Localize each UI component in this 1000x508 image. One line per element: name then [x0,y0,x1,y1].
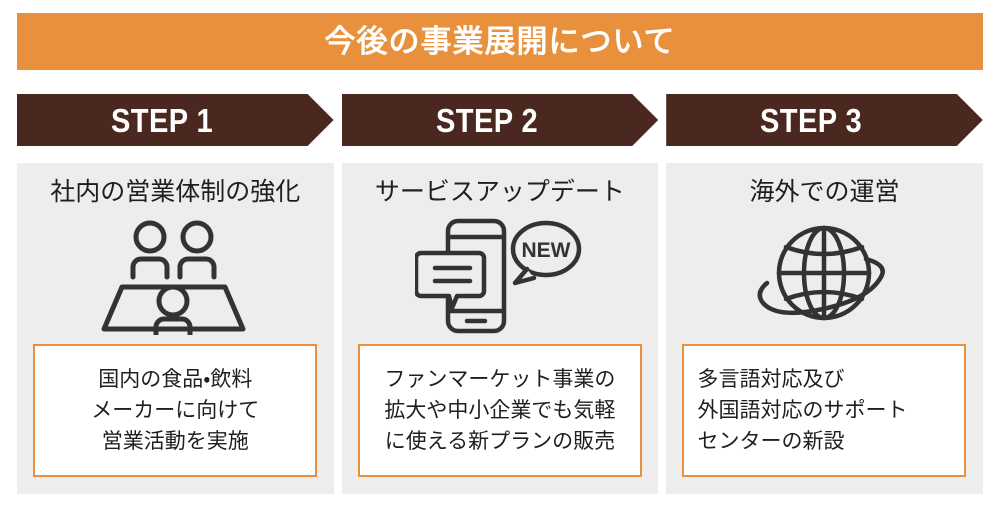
step-label-2: STEP 2 [435,101,538,139]
step-arrow-2: STEP 2 [342,94,659,146]
step-description-box-2: ファンマーケット事業の 拡大や中小企業でも気軽 に使える新プランの販売 [357,344,642,477]
step-icon-area-3 [680,207,969,345]
step-heading-3: 海外での運営 [749,178,900,206]
description-line: に使える新プランの販売 [384,430,616,454]
step-card-1: 社内の営業体制の強化 [17,163,334,494]
step-arrow-3: STEP 3 [666,94,983,146]
step-column-3: STEP 3 海外での運営 [666,94,983,494]
description-line: 多言語対応及び [697,367,845,391]
description-line: 国内の食品・飲料 [98,367,253,391]
globe-orbit-icon [758,226,886,321]
meeting-table-people-icon [101,220,246,336]
step-column-2: STEP 2 サービスアップデート [341,94,659,494]
step-icon-area-2: NEW [356,207,645,345]
step-label-3: STEP 3 [760,101,863,139]
step-card-2: サービスアップデート [341,163,659,494]
smartphone-chat-new-icon: NEW [414,219,582,334]
step-label-1: STEP 1 [111,101,214,139]
step-heading-2: サービスアップデート [374,178,625,206]
page-title: 今後の事業展開について [324,24,676,59]
step-description-box-3: 多言語対応及び 外国語対応のサポート センターの新設 [682,344,967,477]
steps-container: STEP 1 社内の営業体制の強化 [17,94,983,494]
new-badge-label: NEW [521,239,570,262]
description-line: センターの新設 [697,430,845,454]
description-line: 外国語対応のサポート [697,398,908,422]
step-description-box-1: 国内の食品・飲料 メーカーに向けて 営業活動を実施 [33,344,318,477]
step-arrow-1: STEP 1 [17,94,334,146]
description-line: メーカーに向けて [91,398,260,422]
step-column-1: STEP 1 社内の営業体制の強化 [17,94,334,494]
description-line: 営業活動を実施 [101,430,249,454]
step-icon-area-1 [31,207,320,345]
step-heading-1: 社内の営業体制の強化 [50,178,301,206]
step-card-3: 海外での運営 [666,163,983,494]
title-banner: 今後の事業展開について [17,13,983,70]
description-line: ファンマーケット事業の [384,367,616,391]
description-line: 拡大や中小企業でも気軽 [384,398,616,422]
